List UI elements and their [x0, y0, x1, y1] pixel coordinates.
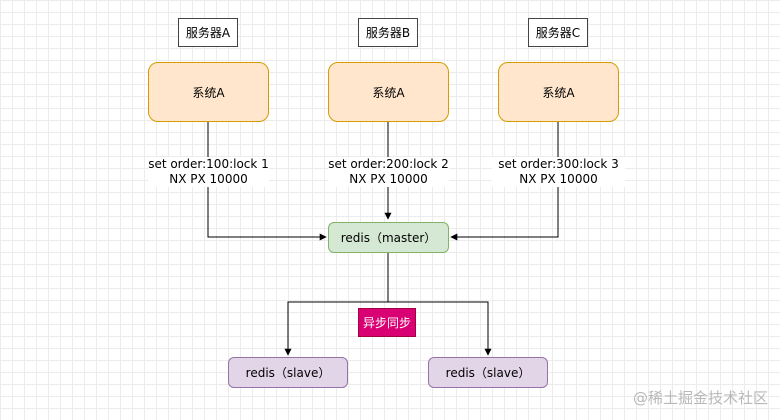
edge-master-to-slave-right: [388, 301, 492, 356]
command-label-server-b: set order:200:lock 2 NX PX 10000: [328, 157, 449, 187]
async-sync-label: 异步同步: [358, 308, 416, 337]
command-line1: set order:300:lock 3: [498, 157, 619, 171]
server-a-label: 服务器A: [178, 18, 238, 47]
command-line2: NX PX 10000: [519, 172, 598, 186]
command-label-server-a: set order:100:lock 1 NX PX 10000: [148, 157, 269, 187]
system-box-server-a: 系统A: [148, 62, 269, 122]
redis-master-node: redis（master）: [328, 222, 449, 253]
command-line1: set order:200:lock 2: [328, 157, 449, 171]
watermark-text: @稀土掘金技术社区: [632, 389, 768, 407]
system-box-server-b: 系统A: [328, 62, 449, 122]
command-line1: set order:100:lock 1: [148, 157, 269, 171]
redis-slave-right-node: redis（slave）: [428, 357, 548, 388]
command-line2: NX PX 10000: [349, 172, 428, 186]
edge-master-to-slave-left: [284, 253, 389, 356]
server-b-label: 服务器B: [358, 18, 418, 47]
redis-slave-left-node: redis（slave）: [228, 357, 348, 388]
server-c-label: 服务器C: [528, 18, 588, 47]
command-label-server-c: set order:300:lock 3 NX PX 10000: [492, 157, 625, 187]
command-line2: NX PX 10000: [169, 172, 248, 186]
system-box-server-c: 系统A: [498, 62, 619, 122]
